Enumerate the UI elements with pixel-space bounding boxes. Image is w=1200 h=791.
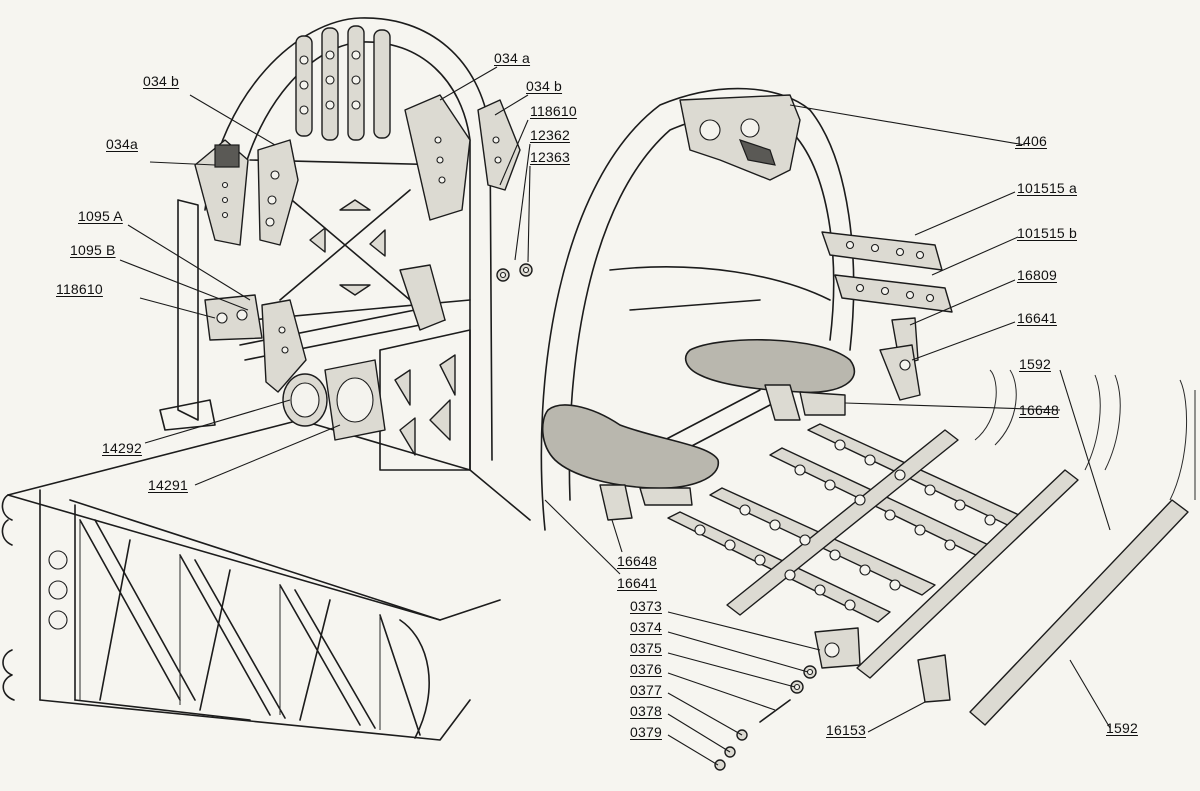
- callout-101515a: 101515 a: [1017, 180, 1077, 196]
- callout-0378: 0378: [630, 703, 662, 719]
- callout-1592-top: 1592: [1019, 356, 1051, 372]
- right-arch-frame: [540, 87, 953, 531]
- callout-12363: 12363: [530, 149, 570, 165]
- callout-16153: 16153: [826, 722, 866, 738]
- callout-16809: 16809: [1017, 267, 1057, 283]
- callout-16648-right: 16648: [1019, 402, 1059, 418]
- callout-034a-left: 034a: [106, 136, 138, 152]
- callout-0374: 0374: [630, 619, 662, 635]
- callout-12362: 12362: [530, 127, 570, 143]
- callout-034b-left: 034 b: [143, 73, 180, 89]
- left-brackets: [194, 94, 533, 441]
- callout-16648-left: 16648: [617, 553, 657, 569]
- callout-16641-left: 16641: [617, 575, 657, 591]
- floor-grid: [667, 369, 1196, 771]
- callout-034a-right: 034 a: [494, 50, 531, 66]
- callout-034b-right: 034 b: [526, 78, 563, 94]
- callout-118610-right: 118610: [530, 103, 577, 119]
- callout-14291: 14291: [148, 477, 188, 493]
- callout-16641-right: 16641: [1017, 310, 1057, 326]
- floor-truss: [1, 419, 531, 741]
- callout-1592-bottom: 1592: [1106, 720, 1138, 736]
- leader-lines: [119, 66, 1111, 766]
- callout-1095B: 1095 B: [70, 242, 116, 258]
- callout-0376: 0376: [630, 661, 662, 677]
- callout-0377: 0377: [630, 682, 662, 698]
- callout-1406: 1406: [1015, 133, 1047, 149]
- callout-118610-left: 118610: [56, 281, 103, 297]
- grid-holes: [694, 439, 996, 611]
- callout-0379: 0379: [630, 724, 662, 740]
- callout-101515b: 101515 b: [1017, 225, 1077, 241]
- bulkhead-slots: [295, 25, 391, 141]
- callout-14292: 14292: [102, 440, 142, 456]
- callout-0373: 0373: [630, 598, 662, 614]
- callout-1095A: 1095 A: [78, 208, 123, 224]
- callout-0375: 0375: [630, 640, 662, 656]
